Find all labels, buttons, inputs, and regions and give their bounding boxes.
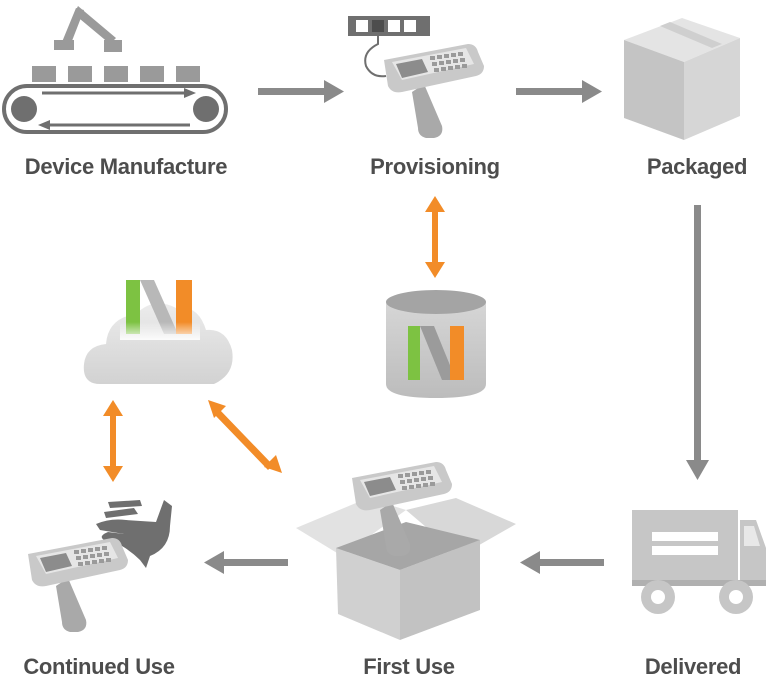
arrow-packaged-to-delivered bbox=[686, 205, 709, 480]
label-provisioning: Provisioning bbox=[370, 154, 500, 179]
arrow-provisioning-database bbox=[425, 196, 445, 278]
label-first-use: First Use bbox=[363, 654, 455, 679]
open-box-icon bbox=[296, 462, 516, 640]
sync-arrows bbox=[103, 196, 445, 482]
arrow-delivered-to-first-use bbox=[520, 551, 604, 574]
delivery-truck-icon bbox=[632, 510, 766, 614]
database-cylinder-icon bbox=[386, 290, 486, 398]
port-strip-icon bbox=[348, 16, 430, 78]
provisioning-icon bbox=[348, 16, 484, 138]
n-logo-icon bbox=[408, 326, 464, 380]
cardboard-box-icon bbox=[624, 18, 740, 140]
arrow-cloud-continued-use bbox=[103, 400, 123, 482]
hand-icon bbox=[96, 500, 172, 568]
label-continued-use: Continued Use bbox=[23, 654, 175, 679]
label-delivered: Delivered bbox=[644, 654, 742, 679]
conveyor-belt-icon bbox=[2, 6, 228, 134]
arrow-manufacture-to-provisioning bbox=[258, 80, 344, 103]
arrow-first-use-to-continued-use bbox=[204, 551, 288, 574]
handheld-scanner-icon bbox=[28, 538, 128, 632]
label-packaged: Packaged bbox=[646, 154, 748, 179]
n-logo-icon bbox=[120, 280, 200, 340]
continued-use-icon bbox=[28, 500, 172, 632]
cloud-icon bbox=[83, 280, 233, 384]
label-device-manufacture: Device Manufacture bbox=[24, 154, 228, 179]
arrow-cloud-first-use bbox=[208, 400, 282, 473]
flow-arrows bbox=[204, 80, 709, 574]
arrow-provisioning-to-packaged bbox=[516, 80, 602, 103]
handheld-scanner-icon bbox=[384, 44, 484, 138]
